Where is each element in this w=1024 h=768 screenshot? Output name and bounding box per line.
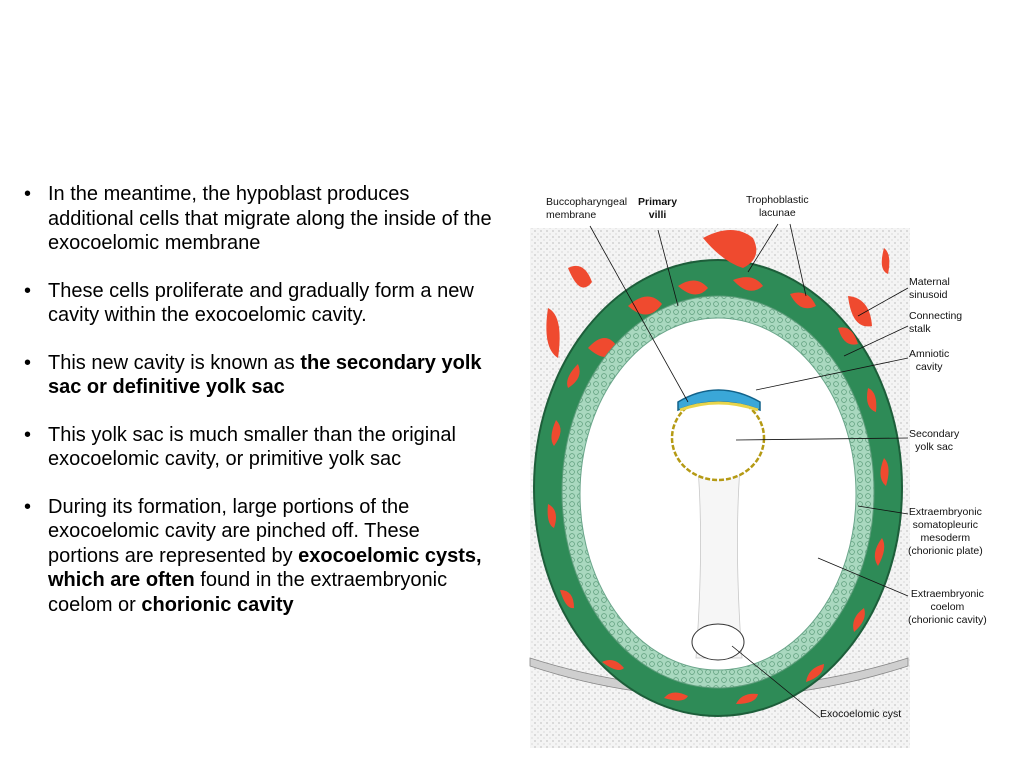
leader-lines bbox=[589, 223, 909, 719]
hypoblast-layer bbox=[679, 401, 759, 412]
bullet-text-bold: chorionic cavity bbox=[141, 593, 294, 616]
maternal-sinusoids bbox=[546, 230, 890, 358]
bullet-text: During its formation, large portions of … bbox=[48, 495, 420, 567]
bullet-item: • These cells proliferate and gradually f… bbox=[18, 279, 496, 328]
bullet-marker: • bbox=[24, 279, 32, 302]
bullet-text-bold: exocoelomic cysts, which are often bbox=[48, 544, 482, 592]
connecting-stalk-region bbox=[695, 467, 743, 659]
exocoelomic-cyst-shape bbox=[691, 623, 745, 661]
bullet-marker: • bbox=[24, 495, 32, 518]
bullet-list: • In the meantime, the hypoblast produces… bbox=[18, 182, 496, 640]
bullet-item: • This new cavity is known as the seconda… bbox=[18, 351, 496, 400]
bullet-item: • During its formation, large portions of… bbox=[18, 495, 496, 618]
label-exocoelomic-cyst: Exocoelomic cyst bbox=[820, 708, 902, 720]
diagram-illustration bbox=[529, 223, 910, 748]
bullet-text: In the meantime, the hypoblast produces … bbox=[48, 183, 492, 254]
bullet-text: This new cavity is known as bbox=[48, 351, 301, 374]
bullet-item: • In the meantime, the hypoblast produces… bbox=[18, 182, 496, 256]
bullet-text-bold: the secondary yolk sac or definitive yol… bbox=[48, 351, 482, 399]
bullet-text: found in the extraembryonic coelom or bbox=[48, 569, 448, 616]
bullet-text: This yolk sac is much smaller than the o… bbox=[48, 423, 456, 471]
bullet-marker: • bbox=[24, 423, 32, 446]
bullet-marker: • bbox=[24, 351, 32, 374]
bullet-marker: • bbox=[24, 183, 32, 205]
bullet-item: • This yolk sac is much smaller than the … bbox=[18, 423, 496, 472]
bullet-text: These cells proliferate and gradually fo… bbox=[48, 279, 474, 327]
trophoblastic-lacunae bbox=[547, 277, 889, 704]
